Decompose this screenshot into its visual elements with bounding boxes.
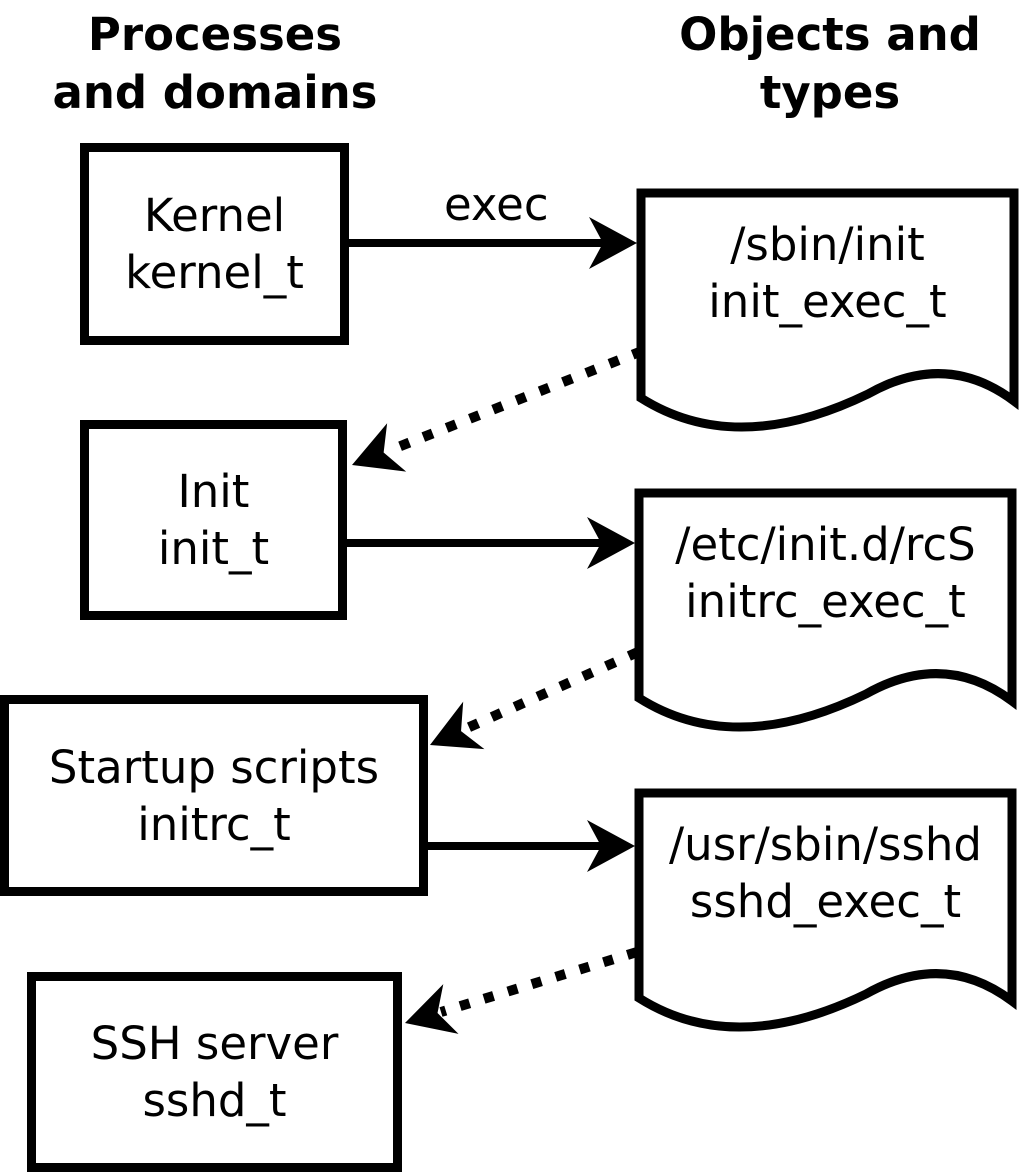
process-domain-type: initrc_t	[137, 797, 291, 851]
transition-arrow-etc-initd-rcs-to-startup	[430, 647, 641, 750]
object-type: initrc_exec_t	[685, 575, 966, 628]
process-box-startup-scripts: Startup scripts initrc_t	[0, 695, 428, 896]
arrowhead-icon	[352, 423, 407, 472]
arrowhead-icon	[587, 517, 635, 569]
arrowhead-icon	[405, 984, 459, 1034]
object-doc-etc-initd-rcs: /etc/init.d/rcS initrc_exec_t	[634, 488, 1017, 740]
object-doc-sbin-init: /sbin/init init_exec_t	[636, 188, 1019, 440]
process-domain-type: kernel_t	[125, 246, 304, 299]
process-name: Startup scripts	[48, 740, 380, 794]
right-column-header: Objects and types	[679, 8, 981, 119]
process-box-kernel: Kernel kernel_t	[80, 143, 349, 345]
object-path: /etc/init.d/rcS	[675, 518, 976, 571]
object-path: /usr/sbin/sshd	[669, 818, 982, 871]
document-shape	[634, 488, 1017, 732]
transition-arrow-usr-sbin-sshd-to-ssh-server	[405, 947, 639, 1034]
document-shape	[634, 788, 1017, 1032]
process-box-ssh-server: SSH server sshd_t	[27, 972, 402, 1172]
document-shape	[636, 188, 1019, 432]
process-domain-type: sshd_t	[142, 1074, 287, 1127]
process-name: SSH server	[90, 1017, 339, 1070]
exec-arrow-init-to-etc-initd-rcs	[345, 517, 635, 569]
process-name: Init	[177, 465, 250, 518]
object-type: sshd_exec_t	[689, 875, 962, 928]
left-column-header: Processes and domains	[52, 8, 378, 119]
object-path: /sbin/init	[730, 218, 925, 271]
arrowhead-icon	[589, 217, 637, 269]
exec-edge-label: exec	[444, 178, 549, 231]
object-type: init_exec_t	[708, 275, 947, 328]
object-doc-usr-sbin-sshd: /usr/sbin/sshd sshd_exec_t	[634, 788, 1017, 1040]
process-domain-type: init_t	[157, 522, 270, 575]
exec-arrow-startup-to-usr-sbin-sshd	[426, 820, 635, 872]
process-box-init: Init init_t	[80, 420, 347, 620]
arrowhead-icon	[430, 701, 485, 750]
arrowhead-icon	[587, 820, 635, 872]
transition-arrow-sbin-init-to-init	[352, 346, 644, 472]
process-name: Kernel	[143, 189, 286, 242]
